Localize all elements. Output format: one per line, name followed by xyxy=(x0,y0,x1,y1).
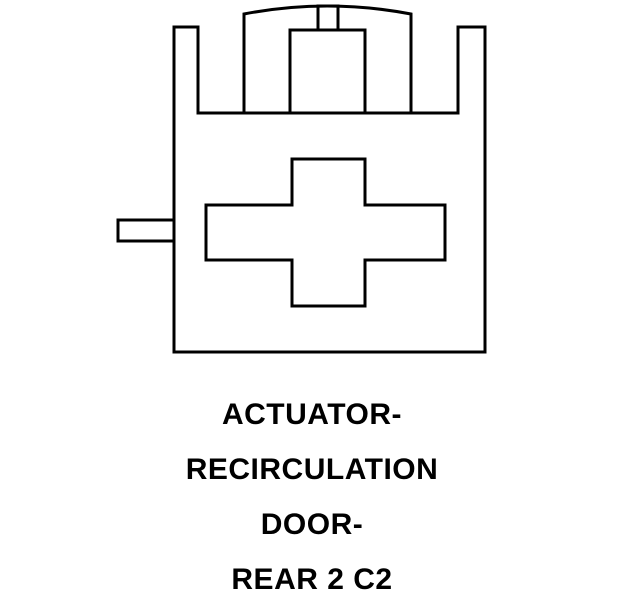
caption-line-1: ACTUATOR- xyxy=(221,398,403,431)
connector-housing xyxy=(172,25,487,354)
latch-tab xyxy=(116,218,174,243)
lock-post xyxy=(288,28,367,113)
caption-line-3: DOOR- xyxy=(260,508,364,541)
lock-key xyxy=(316,4,340,32)
caption-line-2: RECIRCULATION xyxy=(185,453,439,486)
actuator-connector-diagram xyxy=(116,4,487,354)
caption-line-4: REAR 2 C2 xyxy=(231,563,393,596)
lock-dome xyxy=(242,4,413,113)
terminal-cavity-cross xyxy=(204,157,447,308)
